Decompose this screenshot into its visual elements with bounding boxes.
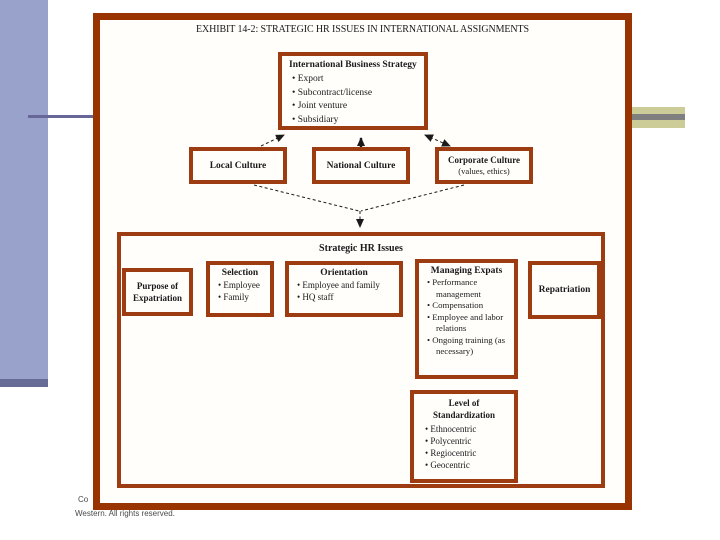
right-accent-band-stripe	[630, 114, 685, 120]
box-local-culture: Local Culture	[189, 147, 287, 184]
box-corporate-culture: Corporate Culture (values, ethics)	[435, 147, 533, 184]
sidebar-accent-bar	[0, 0, 48, 379]
exhibit-title: EXHIBIT 14-2: STRATEGIC HR ISSUES IN INT…	[196, 24, 529, 35]
bullet-item: Export	[289, 73, 420, 87]
box-title: Corporate Culture	[447, 154, 521, 165]
box-level-of-standardization: Level of Standardization Ethnocentric Po…	[410, 390, 518, 483]
box-title: Purpose of Expatriation	[132, 281, 182, 303]
box-international-business-strategy: International Business Strategy Export S…	[278, 52, 428, 130]
box-title: Managing Expats	[430, 266, 503, 276]
bullet-item: Joint venture	[289, 100, 420, 114]
box-subtitle: (values, ethics)	[458, 165, 510, 176]
bullet-item: Ethnocentric	[422, 423, 514, 435]
box-orientation: Orientation Employee and family HQ staff	[285, 261, 403, 317]
box-title: National Culture	[326, 160, 396, 171]
box-title-line2: Standardization	[432, 410, 495, 420]
sidebar-accent-bar-edge	[0, 379, 48, 387]
bullet-item: Subcontract/license	[289, 87, 420, 101]
bullet-item: Subsidiary	[289, 114, 420, 128]
box-selection: Selection Employee Family	[206, 261, 274, 317]
bullet-item: Employee and labor relations	[424, 312, 511, 335]
box-title: Local Culture	[209, 160, 267, 171]
bullet-item: Performance management	[424, 277, 511, 300]
bullet-item: Geocentric	[422, 459, 514, 471]
box-repatriation: Repatriation	[528, 261, 601, 319]
bullet-item: Compensation	[424, 300, 511, 312]
bullet-item: Family	[215, 291, 267, 303]
copyright-line1: Co	[78, 495, 89, 504]
copyright-line2: Western. All rights reserved.	[75, 509, 175, 518]
bullet-item: Regiocentric	[422, 447, 514, 459]
bullet-item: Employee and family	[294, 279, 396, 291]
box-title: Selection	[221, 268, 259, 278]
box-title: Orientation	[320, 268, 368, 278]
bullet-item: HQ staff	[294, 291, 396, 303]
bullet-item: Employee	[215, 279, 267, 291]
strategic-hr-issues-title: Strategic HR Issues	[319, 243, 403, 254]
box-title: Level of Standardization	[414, 397, 514, 421]
box-title: International Business Strategy	[289, 60, 417, 70]
bullet-item: Ongoing training (as necessary)	[424, 335, 511, 358]
box-purpose-of-expatriation: Purpose of Expatriation	[122, 268, 193, 316]
box-managing-expats: Managing Expats Performance management C…	[415, 259, 518, 379]
bullet-item: Polycentric	[422, 435, 514, 447]
box-title-line1: Level of	[448, 398, 480, 408]
box-national-culture: National Culture	[312, 147, 410, 184]
left-accent-line	[28, 115, 95, 118]
box-title: Repatriation	[538, 285, 591, 295]
